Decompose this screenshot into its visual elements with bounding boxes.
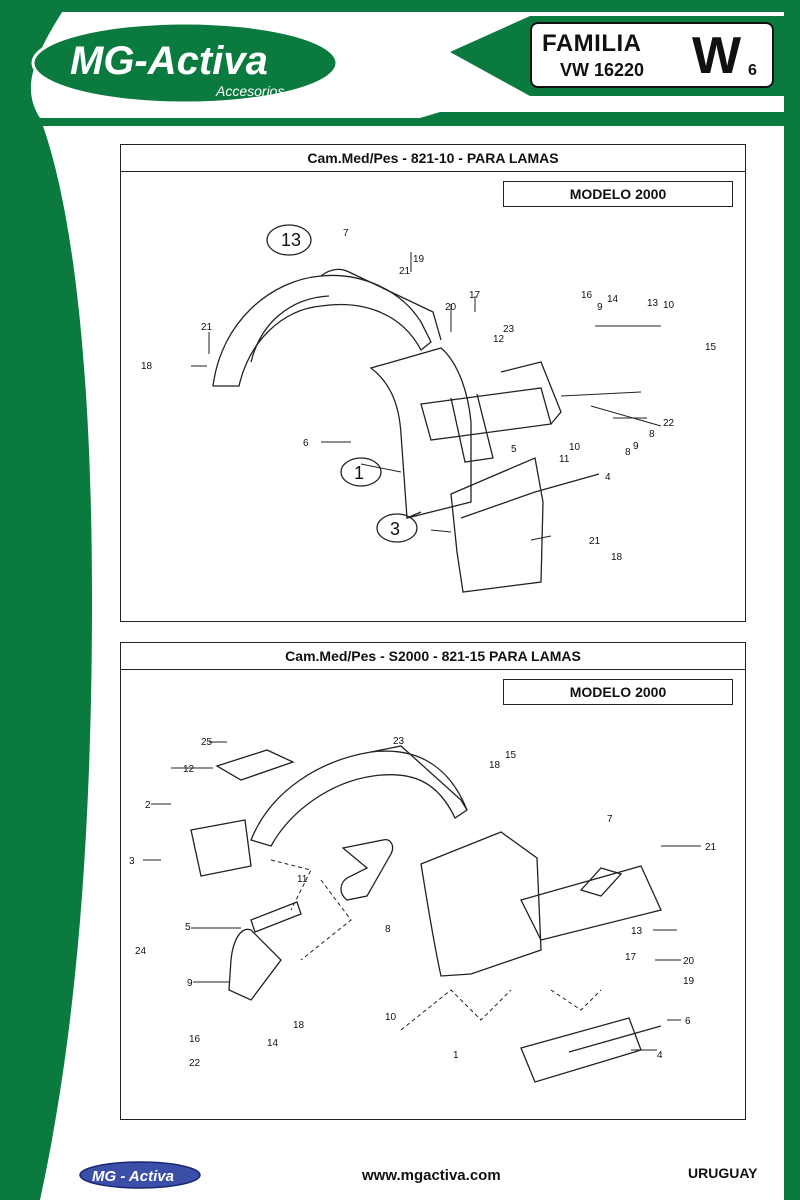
callout-21: 21	[705, 842, 717, 853]
callout-9: 9	[187, 978, 193, 989]
callout-20: 20	[683, 956, 695, 967]
panel-1-model: MODELO 2000	[503, 181, 733, 207]
callout-8-b: 8	[625, 447, 631, 458]
parts-panel-1: Cam.Med/Pes - 821-10 - PARA LAMAS MODELO…	[120, 144, 746, 622]
callout-10-b: 10	[569, 442, 581, 453]
callout-2-large: 13	[281, 230, 301, 250]
callout-5: 5	[511, 444, 517, 455]
callout-16: 16	[581, 290, 593, 301]
callout-21-b: 21	[201, 322, 213, 333]
callout-3-large: 3	[390, 519, 400, 539]
brand-name: MG-Activa	[70, 39, 268, 83]
callout-6: 6	[685, 1016, 691, 1027]
family-badge: FAMILIA VW 16220 W 6	[530, 22, 774, 88]
callout-21-c: 21	[589, 536, 601, 547]
callout-20: 20	[445, 302, 457, 313]
callout-9-b: 9	[633, 441, 639, 452]
callout-18-b: 18	[293, 1020, 305, 1031]
callout-18: 18	[141, 361, 153, 372]
callout-8-a: 8	[649, 429, 655, 440]
footer-brand-name: MG - Activa	[92, 1168, 174, 1185]
callout-1: 1	[453, 1050, 459, 1061]
family-letter: W	[692, 27, 742, 85]
callout-19: 19	[413, 254, 425, 265]
footer-url[interactable]: www.mgactiva.com	[362, 1167, 501, 1184]
callout-21-a: 21	[399, 266, 411, 277]
callout-12: 12	[183, 764, 195, 775]
brand-logo: MG-Activa Accesorios	[31, 21, 339, 105]
exploded-diagram-1: 13 1 3 7 21 19 21 18 20 17 23 12 16 9 14…	[141, 224, 717, 593]
callout-23: 23	[503, 324, 515, 335]
callout-5: 5	[185, 922, 191, 933]
callout-18-a: 18	[489, 760, 501, 771]
callout-24: 24	[135, 946, 147, 957]
callout-8: 8	[385, 924, 391, 935]
footer-country: URUGUAY	[688, 1165, 758, 1181]
callout-17: 17	[469, 290, 481, 301]
callout-11: 11	[559, 454, 570, 465]
family-number: 6	[748, 62, 757, 79]
callout-15: 15	[505, 750, 517, 761]
callout-23: 23	[393, 736, 405, 747]
callout-3: 3	[129, 856, 135, 867]
family-label: FAMILIA	[542, 30, 642, 57]
callout-25: 25	[201, 737, 213, 748]
callout-13: 13	[631, 926, 643, 937]
callout-2: 2	[145, 800, 151, 811]
callout-4: 4	[605, 472, 611, 483]
panel-2-title: Cam.Med/Pes - S2000 - 821-15 PARA LAMAS	[121, 643, 745, 670]
callout-22: 22	[663, 418, 675, 429]
footer-logo: MG - Activa	[79, 1161, 201, 1189]
callout-14: 14	[267, 1038, 279, 1049]
callout-9-a: 9	[597, 302, 603, 313]
callout-1-large: 1	[354, 463, 364, 483]
callout-14: 14	[607, 294, 619, 305]
callout-16: 16	[189, 1034, 201, 1045]
callout-17: 17	[625, 952, 637, 963]
callout-15: 15	[705, 342, 717, 353]
callout-7: 7	[343, 228, 349, 239]
callout-12: 12	[493, 334, 505, 345]
brand-subtitle: Accesorios	[215, 83, 284, 99]
parts-panel-2: Cam.Med/Pes - S2000 - 821-15 PARA LAMAS …	[120, 642, 746, 1120]
exploded-diagram-2: 25 12 2 3 5 24 9 11 8 23 18 15 7 21 13 1…	[129, 736, 717, 1083]
callout-10-a: 10	[663, 300, 675, 311]
callout-6: 6	[303, 438, 309, 449]
callout-4: 4	[657, 1050, 663, 1061]
callout-13: 13	[647, 298, 659, 309]
callout-11: 11	[297, 874, 308, 885]
family-code: VW 16220	[560, 60, 645, 80]
panel-2-model: MODELO 2000	[503, 679, 733, 705]
callout-18-b: 18	[611, 552, 623, 563]
callout-19: 19	[683, 976, 695, 987]
callout-10: 10	[385, 1012, 397, 1023]
callout-7: 7	[607, 814, 613, 825]
panel-1-title: Cam.Med/Pes - 821-10 - PARA LAMAS	[121, 145, 745, 172]
callout-22: 22	[189, 1058, 201, 1069]
